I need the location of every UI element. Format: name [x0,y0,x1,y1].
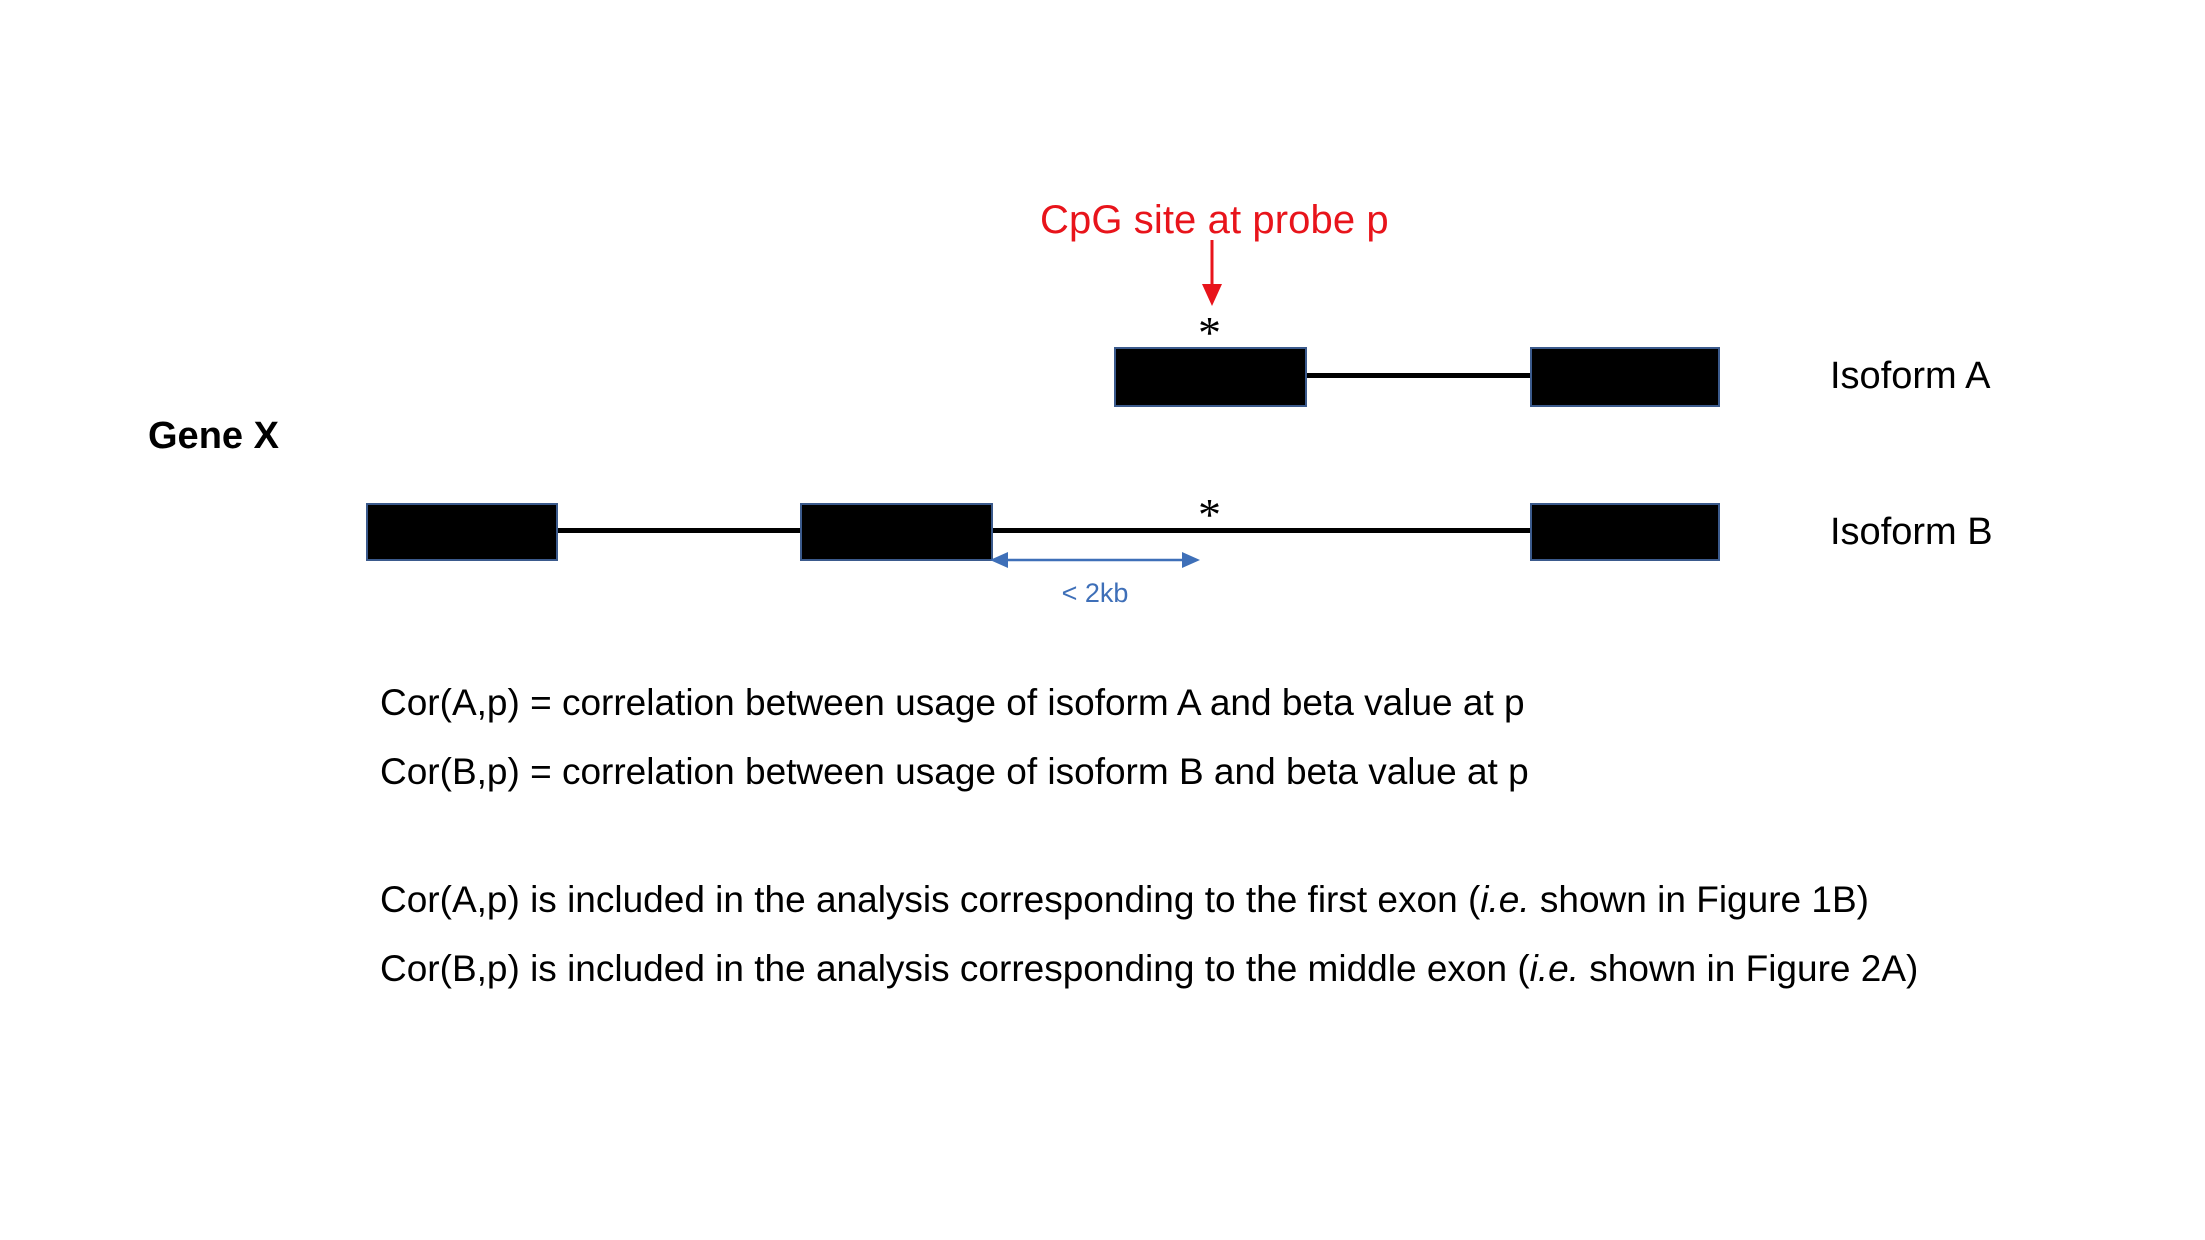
cpg-down-arrow-icon [1202,240,1222,306]
caption-line-2: Cor(B,p) = correlation between usage of … [380,751,1529,792]
cpg-site-label: CpG site at probe p [1040,198,1389,242]
caption-line-1: Cor(A,p) = correlation between usage of … [380,682,1525,723]
isoform-b-intron-2 [965,528,1545,533]
isoform-b-exon-1 [366,503,558,561]
isoform-b-exon-2 [800,503,993,561]
isoform-a-exon-1 [1114,347,1307,407]
cpg-marker-isoform-a: * [1198,307,1221,358]
caption-line-3-after: shown in Figure 1B) [1529,879,1869,920]
caption-line-4: Cor(B,p) is included in the analysis cor… [380,948,1918,990]
cpg-marker-isoform-b: * [1198,489,1221,540]
caption-line-4-before: Cor(B,p) is included in the analysis cor… [380,948,1530,989]
double-headed-arrow-icon [990,552,1200,568]
gene-label: Gene X [148,415,279,457]
caption-line-4-italic: i.e. [1529,948,1580,989]
isoform-a-intron-1 [1285,373,1540,378]
isoform-b-exon-3 [1530,503,1720,561]
distance-marker-label: < 2kb [1061,578,1129,608]
isoform-a-label: Isoform A [1830,355,1991,397]
isoform-a-exon-2 [1530,347,1720,407]
caption-line-3-before: Cor(A,p) is included in the analysis cor… [380,879,1481,920]
caption-line-3-italic: i.e. [1480,879,1530,920]
caption-line-3: Cor(A,p) is included in the analysis cor… [380,879,1869,921]
caption-line-4-after: shown in Figure 2A) [1579,948,1919,989]
isoform-b-intron-1 [540,528,805,533]
isoform-b-label: Isoform B [1830,511,1993,553]
